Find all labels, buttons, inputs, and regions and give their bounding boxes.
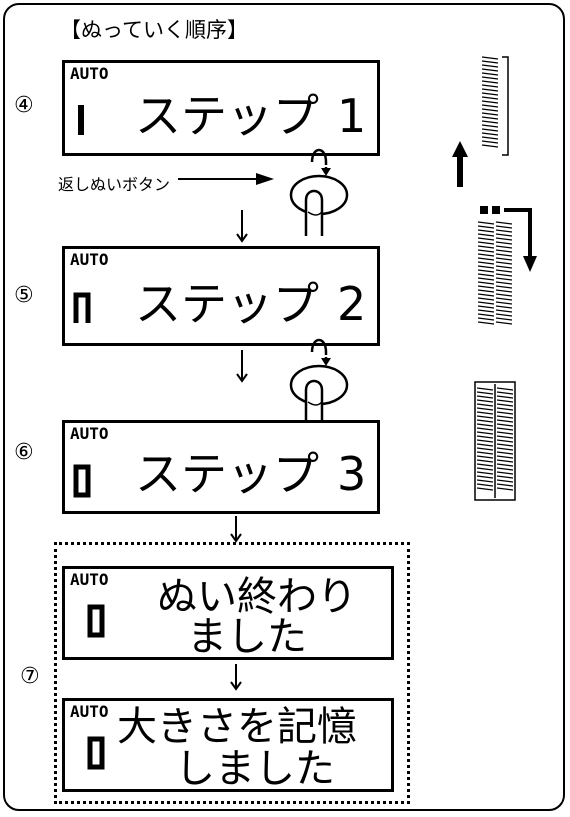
reverse-button-icon <box>289 148 349 236</box>
reverse-button-icon <box>289 338 349 426</box>
buttonhole-stitch-icon-1 <box>452 56 509 187</box>
step-marker-4: ④ <box>14 93 34 118</box>
lcd-finished: AUTO ぬい終わり ました <box>62 566 394 660</box>
step-marker-6: ⑥ <box>14 440 34 465</box>
lcd-step-1: AUTO ステップ 1 <box>62 60 380 156</box>
step-marker-5: ⑤ <box>14 283 34 308</box>
stitch-mode-icon-4 <box>87 604 105 638</box>
stitch-mode-icon-5 <box>87 736 105 770</box>
pointer-arrow-icon <box>178 173 274 185</box>
diagram-frame <box>3 3 565 811</box>
stitch-mode-icon-2 <box>73 292 91 323</box>
completion-group <box>54 542 410 804</box>
lcd-step-number: 3 <box>337 447 367 501</box>
buttonhole-stitch-icon-2 <box>477 206 537 325</box>
lcd-step-2: AUTO ステップ 2 <box>62 246 380 346</box>
down-arrow-icon <box>236 210 248 243</box>
lcd-step-text: ステップ <box>135 447 319 501</box>
message-line-1: ぬい終わり <box>157 574 357 620</box>
auto-label: AUTO <box>70 424 109 443</box>
lcd-step-3: AUTO ステップ 3 <box>62 420 380 514</box>
auto-label: AUTO <box>70 570 109 589</box>
message-line-2: しました <box>175 746 335 792</box>
down-arrow-icon <box>236 350 248 383</box>
auto-label: AUTO <box>70 702 109 721</box>
lcd-step-number: 1 <box>337 89 367 143</box>
auto-label: AUTO <box>70 64 109 83</box>
step-marker-7: ⑦ <box>20 664 40 689</box>
lcd-memorized: AUTO 大きさを記憶 しました <box>62 698 394 792</box>
reverse-button-label: 返しぬいボタン <box>58 175 171 194</box>
stitch-mode-icon-3 <box>73 464 91 498</box>
down-arrow-icon <box>230 516 242 543</box>
lcd-step-text: ステップ <box>135 89 319 143</box>
down-arrow-icon <box>230 664 242 691</box>
diagram-title: 【ぬっていく順序】 <box>60 18 248 42</box>
message-line-2: ました <box>187 614 307 660</box>
stitch-mode-icon-1 <box>78 105 84 135</box>
auto-label: AUTO <box>70 250 109 269</box>
lcd-step-number: 2 <box>337 277 367 331</box>
lcd-step-text: ステップ <box>135 277 319 331</box>
message-line-1: 大きさを記憶 <box>117 704 357 750</box>
buttonhole-stitch-icon-3 <box>474 381 516 501</box>
